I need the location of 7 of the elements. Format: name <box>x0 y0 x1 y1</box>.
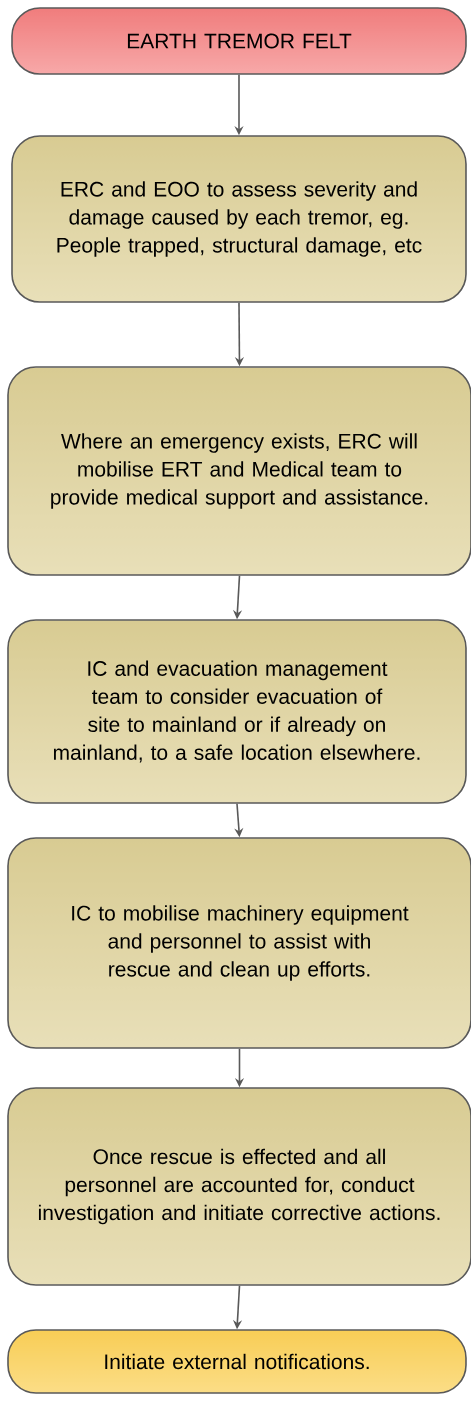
start-box: EARTH TREMOR FELT <box>11 7 467 75</box>
end-box: Initiate external notifications. <box>7 1329 467 1394</box>
process-box: ERC and EOO to assess severity and damage caused by each tremor, eg. People trapped, structural damage, etc <box>11 135 467 303</box>
process-box: IC and evacuation management team to consider evacuation of site to mainland or if already on mainland, to a safe location elsewhere. <box>7 619 467 804</box>
process-box: Where an emergency exists, ERC will mobilise ERT and Medical team to provide medical support and assistance. <box>7 366 471 576</box>
process-box: IC to mobilise machinery equipment and personnel to assist with rescue and clean up efforts. <box>7 837 471 1049</box>
process-box: Once rescue is effected and all personnel are accounted for, conduct investigation and initiate corrective actions. <box>7 1087 471 1286</box>
